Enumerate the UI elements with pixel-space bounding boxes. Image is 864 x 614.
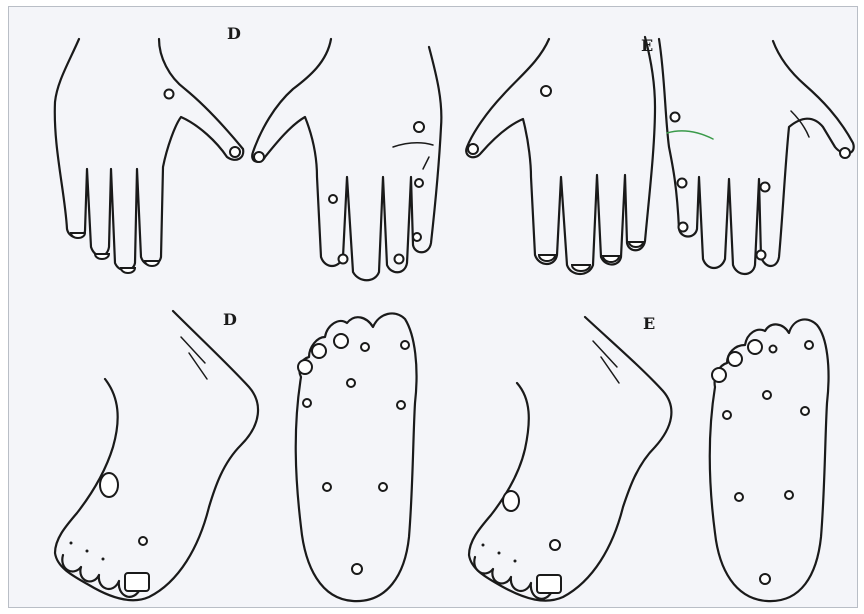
hand-dorsal-right [55, 39, 243, 273]
label-feet-left: E [643, 314, 655, 333]
hands-left-group [466, 37, 854, 274]
lesion-point [71, 233, 85, 238]
foot-outline [469, 317, 671, 601]
lesion-point [361, 343, 369, 351]
lesion-point [254, 152, 264, 162]
lesion-point [541, 86, 551, 96]
hand-outline [659, 39, 854, 274]
hand-palmar-left [659, 39, 854, 274]
toe-dot [482, 544, 485, 547]
lesion-point [230, 147, 240, 157]
lesion-point [679, 223, 688, 232]
label-hands-right: D [227, 24, 241, 43]
toe-dot [514, 560, 517, 563]
lesion-point [757, 251, 766, 260]
palm-crease [393, 143, 433, 147]
lesion-point [139, 537, 147, 545]
hand-outline [466, 37, 655, 274]
lesion-point [785, 491, 793, 499]
lesion-point [334, 334, 348, 348]
lesion-point [468, 144, 478, 154]
hand-outline [252, 39, 441, 280]
foot-lateral-left [469, 317, 671, 601]
lesion-point [712, 368, 726, 382]
palm-crease [423, 157, 429, 169]
lesion-point [770, 346, 777, 353]
diagram-frame: D E D E [8, 6, 858, 608]
lesion-point [339, 255, 348, 264]
lesion-point [312, 344, 326, 358]
toe-dot [70, 542, 73, 545]
palm-crease [667, 131, 713, 139]
lesion-point [415, 179, 423, 187]
lesion-point [401, 341, 409, 349]
lesion-point [352, 564, 362, 574]
lesion-point [572, 265, 590, 271]
toe-dot [102, 558, 105, 561]
lesion-point [145, 261, 159, 266]
foot-plantar-right [296, 313, 417, 601]
lesion-point [801, 407, 809, 415]
lesion-point [100, 473, 118, 497]
lesion-point [413, 233, 421, 241]
foot-plantar-left [710, 319, 829, 601]
hands-feet-diagram: D E D E [9, 7, 857, 607]
toe-dot [498, 552, 501, 555]
hands-right-group [55, 39, 442, 280]
lesion-point [397, 401, 405, 409]
lesion-point [735, 493, 743, 501]
foot-lateral-right [55, 311, 258, 600]
lesion-point [840, 148, 850, 158]
lesion-point [763, 391, 771, 399]
hand-dorsal-left [466, 37, 655, 274]
label-feet-right: D [223, 310, 237, 329]
ankle-mark [189, 353, 207, 379]
lesion-point [723, 411, 731, 419]
lesion-point [121, 268, 135, 273]
lesion-point [95, 254, 109, 259]
lesion-point [347, 379, 355, 387]
lesion-point [629, 242, 643, 247]
lesion-point [329, 195, 337, 203]
lesion-point [503, 491, 519, 511]
ankle-mark [601, 357, 619, 383]
lesion-point [323, 483, 331, 491]
lesion-point [671, 113, 680, 122]
lesion-point [165, 90, 174, 99]
lesion-point [537, 575, 561, 593]
hand-palmar-right [252, 39, 441, 280]
lesion-point [125, 573, 149, 591]
lesion-point [298, 360, 312, 374]
lesion-point [303, 399, 311, 407]
feet-right-group [55, 311, 417, 601]
lesion-point [761, 183, 770, 192]
feet-left-group [469, 317, 829, 601]
lesion-point [760, 574, 770, 584]
lesion-point [805, 341, 813, 349]
lesion-point [678, 179, 687, 188]
lesion-point [379, 483, 387, 491]
lesion-point [603, 256, 619, 262]
lesion-point [414, 122, 424, 132]
foot-outline [55, 311, 258, 600]
lesion-point [550, 540, 560, 550]
lesion-point [748, 340, 762, 354]
lesion-point [539, 255, 555, 261]
toe-dot [86, 550, 89, 553]
lesion-point [395, 255, 404, 264]
lesion-point [728, 352, 742, 366]
